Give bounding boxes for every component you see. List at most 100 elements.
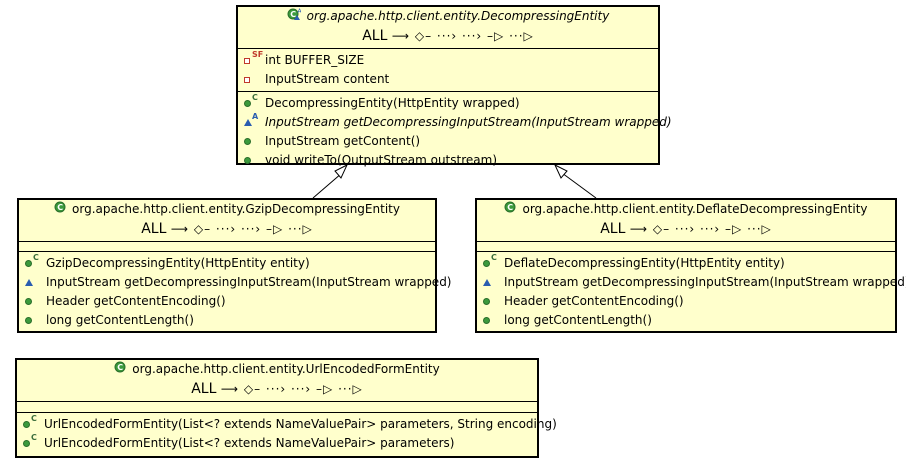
method-label: Header getContentEncoding(): [504, 294, 684, 308]
methods-section: C UrlEncodedFormEntity(List<? extends Nam…: [17, 413, 557, 455]
class-gzip-decompressing-entity[interactable]: C org.apache.http.client.entity.GzipDeco…: [17, 198, 452, 333]
class-title: C org.apache.http.client.entity.GzipDeco…: [19, 200, 435, 219]
static-final-field-icon: [244, 58, 250, 64]
method-label: InputStream getDecompressingInputStream(…: [504, 275, 906, 289]
filter-label: ALL: [141, 221, 167, 237]
svg-text:C: C: [508, 203, 514, 212]
methods-section: C DecompressingEntity(HttpEntity wrapped)…: [238, 92, 672, 172]
method-label: InputStream getDecompressingInputStream(…: [265, 115, 672, 129]
filter-label: ALL: [600, 221, 626, 237]
method-row[interactable]: Header getContentEncoding(): [477, 292, 895, 311]
method-row[interactable]: C UrlEncodedFormEntity(List<? extends Nam…: [17, 414, 557, 434]
class-icon: C: [54, 200, 66, 219]
method-modifier: C: [491, 253, 497, 262]
filter-label: ALL: [191, 381, 217, 397]
class-name: org.apache.http.client.entity.Decompress…: [306, 9, 610, 23]
class-deflate-decompressing-entity[interactable]: C org.apache.http.client.entity.DeflateD…: [475, 198, 906, 333]
public-constructor-icon: [244, 100, 251, 107]
method-label: InputStream getContent(): [265, 134, 421, 148]
method-modifier: C: [252, 93, 258, 102]
class-icon: C: [504, 200, 516, 219]
method-row[interactable]: long getContentLength(): [477, 311, 895, 330]
gzip-inherits-line: [312, 172, 343, 199]
method-label: DecompressingEntity(HttpEntity wrapped): [265, 96, 520, 110]
filter-row: ALL ⟶ ◇– ···› ···› –▷ ···▷: [17, 379, 537, 401]
class-icon: C: [114, 360, 126, 379]
public-method-icon: [25, 298, 32, 305]
filter-row: ALL ⟶ ◇– ···› ···› –▷ ···▷: [19, 219, 435, 241]
method-row[interactable]: C UrlEncodedFormEntity(List<? extends Nam…: [17, 433, 537, 453]
filter-symbols: ⟶ ◇– ···› ···› –▷ ···▷: [629, 222, 772, 236]
protected-method-icon: [244, 119, 252, 126]
class-name: org.apache.http.client.entity.GzipDecomp…: [72, 202, 400, 216]
filter-symbols: ⟶ ◇– ···› ···› –▷ ···▷: [170, 222, 313, 236]
method-label: long getContentLength(): [504, 313, 652, 327]
method-row[interactable]: Header getContentEncoding(): [19, 292, 435, 311]
fields-section: [477, 242, 895, 252]
method-row[interactable]: C DecompressingEntity(HttpEntity wrapped): [238, 93, 658, 113]
method-row[interactable]: InputStream getContent(): [238, 132, 658, 151]
method-row[interactable]: long getContentLength(): [19, 311, 435, 330]
method-modifier: C: [31, 433, 37, 442]
methods-section: C DeflateDecompressingEntity(HttpEntity e…: [477, 252, 906, 332]
field-label: InputStream content: [265, 72, 390, 86]
svg-text:A: A: [297, 8, 301, 15]
method-modifier: C: [31, 414, 37, 423]
public-constructor-icon: [25, 260, 32, 267]
method-label: void writeTo(OutputStream outstream): [265, 153, 497, 167]
public-method-icon: [244, 138, 251, 145]
fields-section: [17, 402, 537, 413]
method-modifier: C: [33, 253, 39, 262]
method-label: DeflateDecompressingEntity(HttpEntity en…: [504, 256, 785, 270]
filter-row: ALL ⟶ ◇– ···› ···› –▷ ···▷: [477, 219, 895, 241]
method-row[interactable]: A InputStream getDecompressingInputStream…: [238, 112, 672, 132]
public-constructor-icon: [23, 421, 30, 428]
method-row[interactable]: C DeflateDecompressingEntity(HttpEntity e…: [477, 253, 895, 273]
svg-text:C: C: [290, 10, 296, 19]
method-row[interactable]: InputStream getDecompressingInputStream(…: [477, 273, 906, 292]
filter-row: ALL ⟶ ◇– ···› ···› –▷ ···▷: [238, 26, 658, 48]
class-title: C org.apache.http.client.entity.DeflateD…: [477, 200, 895, 219]
public-method-icon: [244, 157, 251, 164]
method-label: long getContentLength(): [46, 313, 194, 327]
field-modifier: SF: [252, 50, 264, 59]
filter-symbols: ⟶ ◇– ···› ···› –▷ ···▷: [391, 29, 534, 43]
public-constructor-icon: [23, 440, 30, 447]
public-constructor-icon: [483, 260, 490, 267]
method-modifier: A: [252, 112, 259, 121]
deflate-inheritance-arrow: [553, 163, 568, 179]
deflate-inherits-line: [561, 172, 597, 199]
field-row[interactable]: InputStream content: [238, 70, 658, 89]
public-method-icon: [25, 317, 32, 324]
svg-text:C: C: [118, 363, 124, 372]
method-label: Header getContentEncoding(): [46, 294, 226, 308]
method-label: UrlEncodedFormEntity(List<? extends Name…: [44, 417, 557, 431]
class-name: org.apache.http.client.entity.UrlEncoded…: [132, 362, 440, 376]
field-label: int BUFFER_SIZE: [265, 53, 365, 67]
method-row[interactable]: void writeTo(OutputStream outstream): [238, 151, 658, 170]
private-field-icon: [244, 77, 250, 83]
method-label: UrlEncodedFormEntity(List<? extends Name…: [44, 436, 455, 450]
class-name: org.apache.http.client.entity.DeflateDec…: [522, 202, 868, 216]
method-row[interactable]: InputStream getDecompressingInputStream(…: [19, 273, 452, 292]
class-header: C org.apache.http.client.entity.DeflateD…: [477, 200, 895, 242]
class-url-encoded-form-entity[interactable]: C org.apache.http.client.entity.UrlEncod…: [15, 358, 557, 458]
filter-label: ALL: [362, 28, 388, 44]
class-header: C org.apache.http.client.entity.UrlEncod…: [17, 360, 537, 402]
protected-method-icon: [25, 279, 33, 286]
svg-text:C: C: [57, 203, 63, 212]
method-label: InputStream getDecompressingInputStream(…: [46, 275, 452, 289]
public-method-icon: [483, 317, 490, 324]
protected-method-icon: [483, 279, 491, 286]
class-title: C org.apache.http.client.entity.UrlEncod…: [17, 360, 537, 379]
fields-section: [19, 242, 435, 252]
